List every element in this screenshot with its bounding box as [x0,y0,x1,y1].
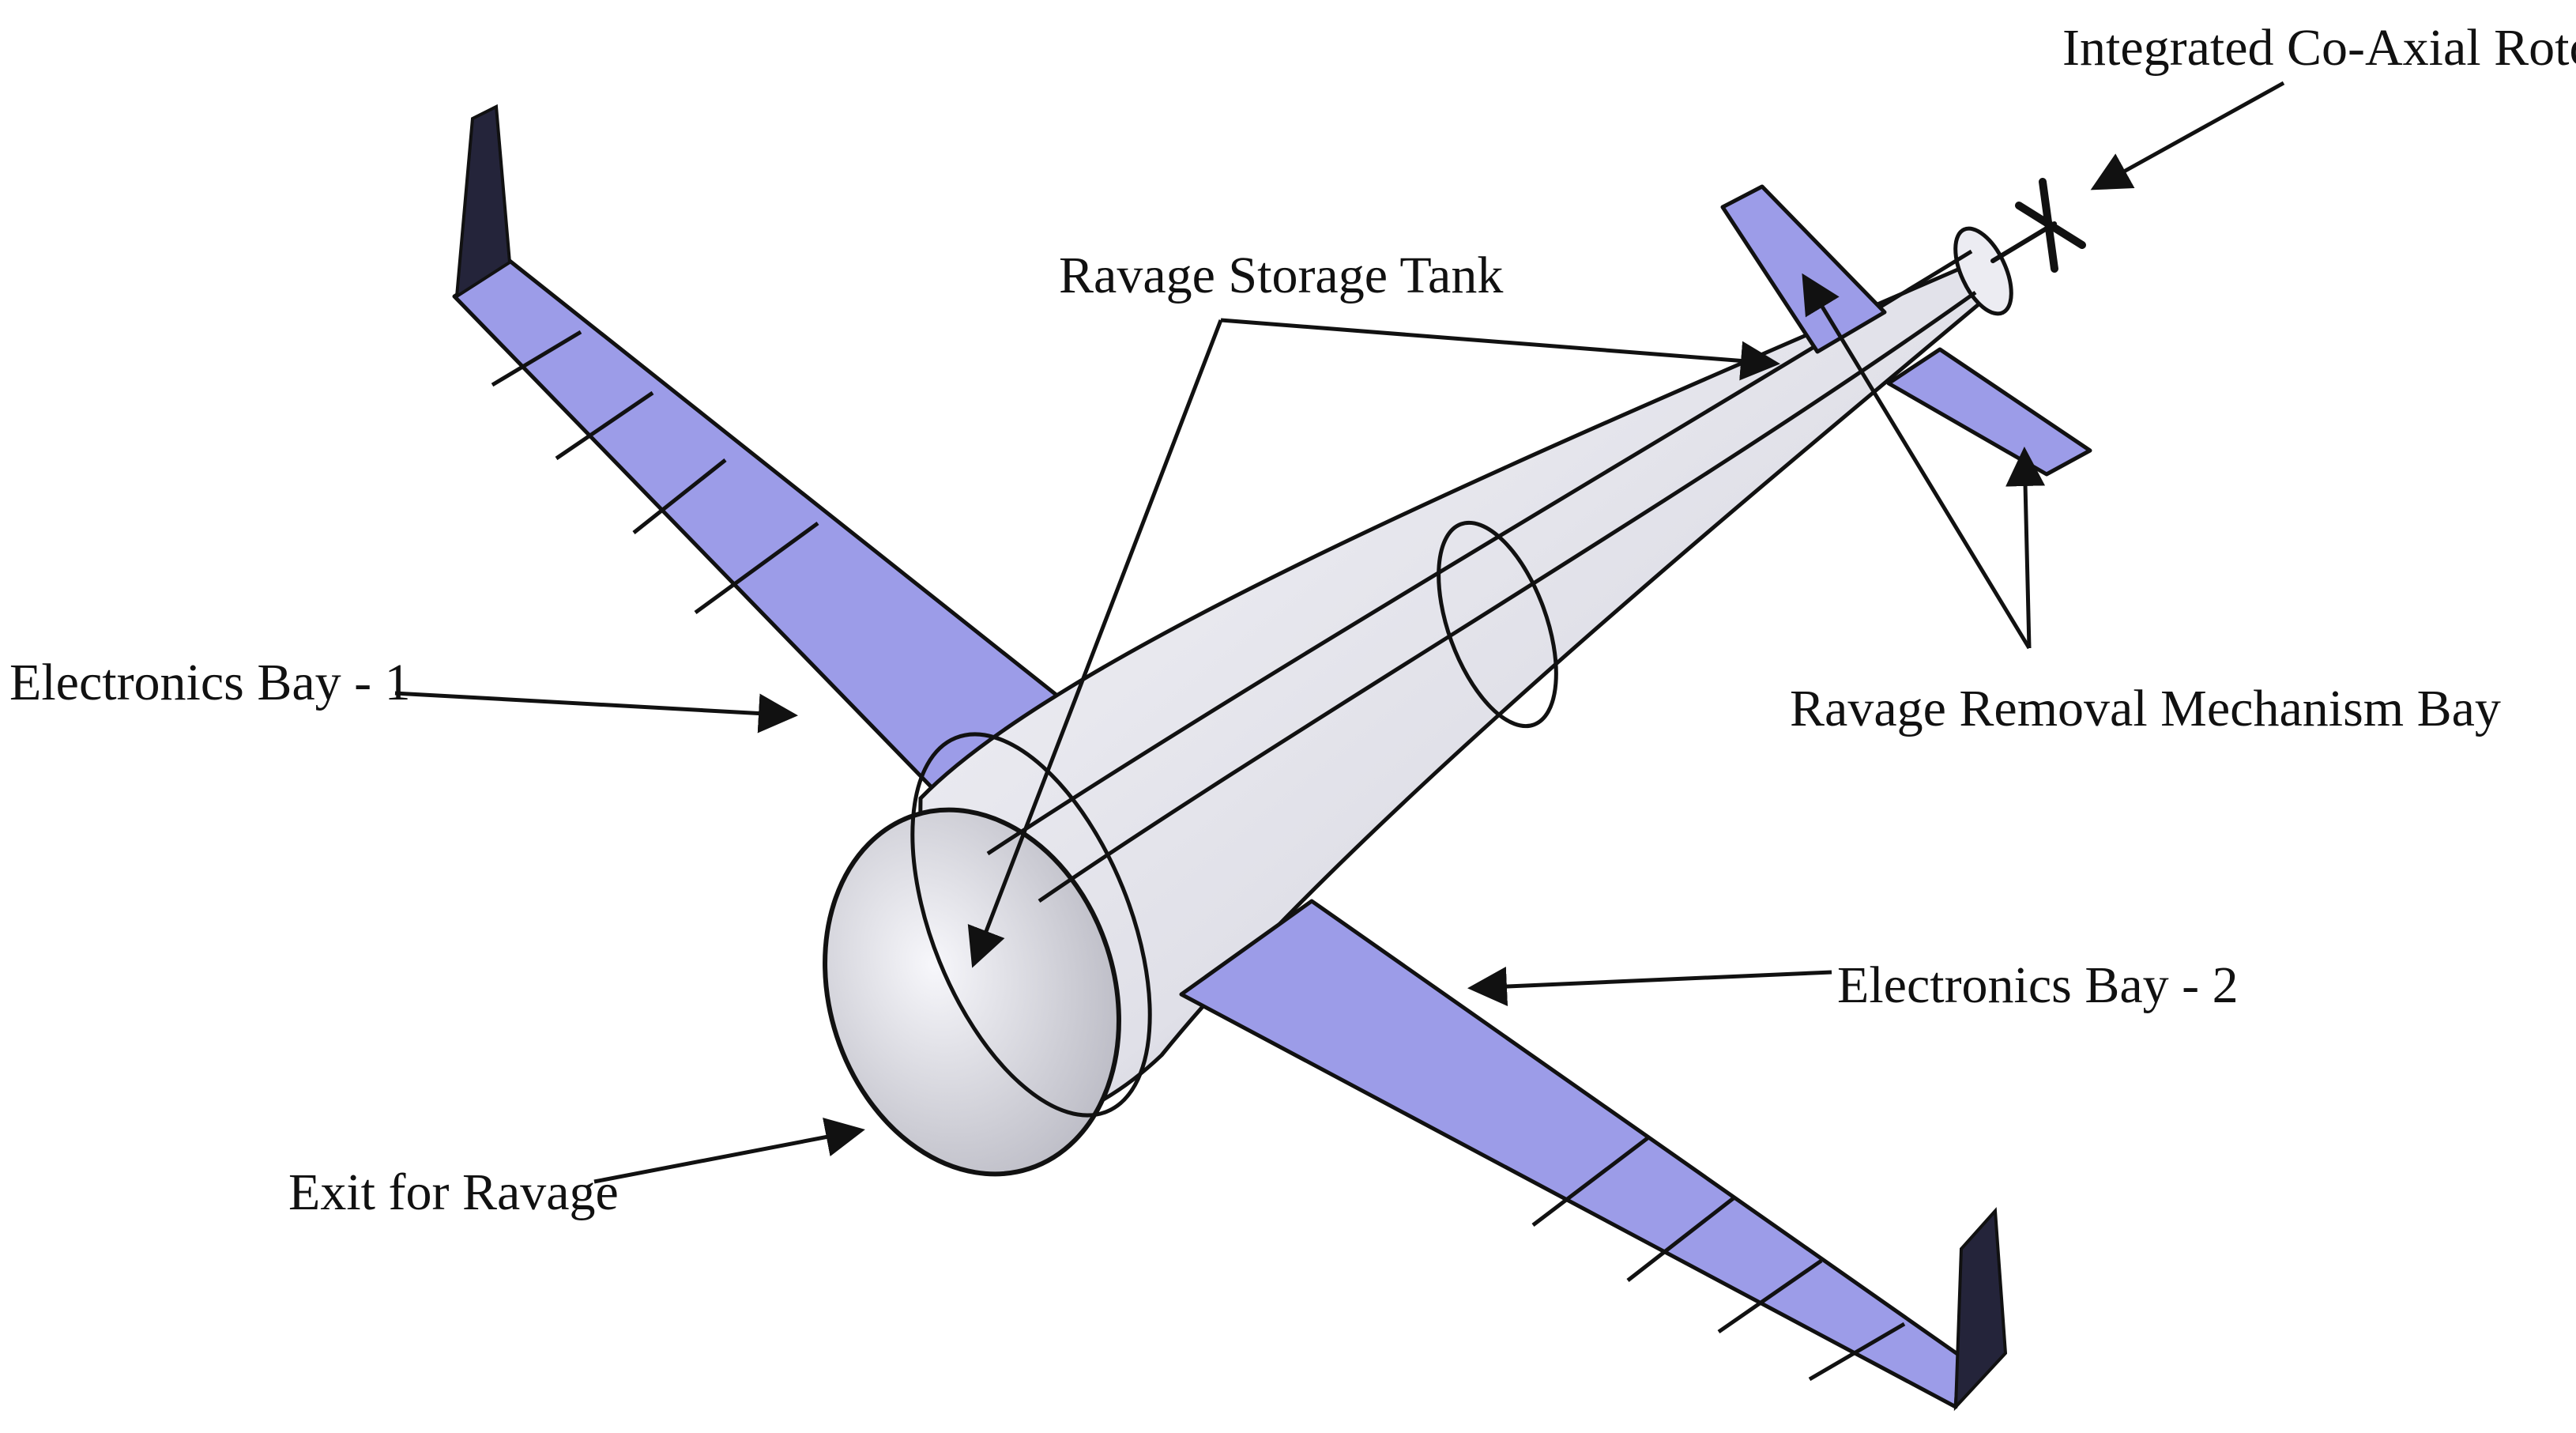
mid-section-ring [1437,520,1558,729]
right-winglet [1953,1207,2008,1412]
storage-tank-arrow-2 [1220,318,1780,381]
removal-bay-arrow-2 [2005,447,2046,649]
left-winglet [454,104,512,300]
lower-tail-plane [1886,347,2092,477]
right-wing-panel-lines [1531,1137,1906,1382]
storage-tank-arrow-1 [967,319,1223,968]
fuselage [823,226,2013,1177]
label-electronics-bay-1: Electronics Bay - 1 [9,654,411,711]
tail-ring [1953,226,2013,316]
bay2-arrow [1467,967,1832,1007]
label-exit: Exit for Ravage [288,1163,619,1221]
nose-ring [910,732,1152,1118]
right-wing [1179,899,2008,1412]
exit-arrow [593,1117,865,1184]
upper-tail-plane [1720,184,1887,354]
coaxial-rotor [1990,178,2086,273]
fuselage-body [914,265,1990,1137]
label-storage-tank: Ravage Storage Tank [1059,247,1503,304]
bay1-arrow [394,691,798,733]
left-wing-panel-lines [491,330,819,615]
label-electronics-bay-2: Electronics Bay - 2 [1837,956,2239,1014]
tail-planes [1720,184,2092,477]
label-removal-bay: Ravage Removal Mechanism Bay [1790,680,2501,737]
label-rotor: Integrated Co-Axial Rotor [2062,19,2576,77]
rotor-arrow [2090,81,2285,190]
left-wing [452,104,1144,872]
callout-arrows [394,81,2285,1184]
removal-bay-arrow-1 [1802,273,2032,650]
